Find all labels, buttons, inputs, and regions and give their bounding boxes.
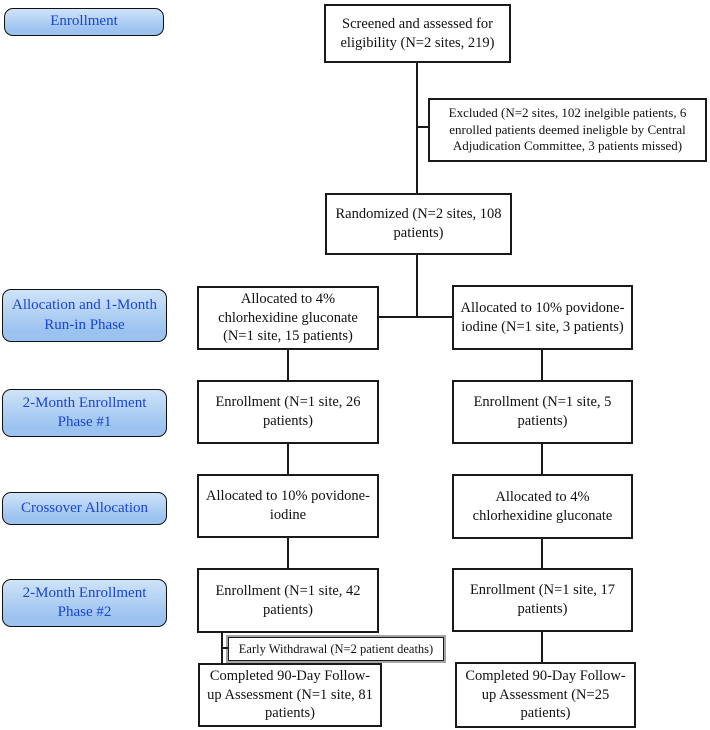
connector-right-crossover-to-enrollment2 bbox=[541, 539, 543, 568]
node-crossover-povidone-iodine: Allocated to 10% povidone-iodine bbox=[197, 474, 379, 538]
node-randomized: Randomized (N=2 sites, 108 patients) bbox=[325, 193, 512, 255]
node-excluded: Excluded (N=2 sites, 102 inelgible patie… bbox=[428, 98, 707, 162]
connector-branch-to-early-withdrawal bbox=[221, 647, 228, 649]
connector-right-enrollment1-to-crossover bbox=[541, 444, 543, 474]
node-screened: Screened and assessed for eligibility (N… bbox=[324, 4, 511, 63]
connector-screened-to-randomized bbox=[416, 63, 418, 193]
node-early-withdrawal: Early Withdrawal (N=2 patient deaths) bbox=[226, 635, 446, 663]
node-completed-follow-up-left: Completed 90-Day Follow-up Assessment (N… bbox=[198, 663, 382, 727]
phase-label-enrollment: Enrollment bbox=[4, 8, 164, 36]
phase-label-crossover-allocation: Crossover Allocation bbox=[2, 492, 167, 525]
connector-split-horizontal bbox=[379, 316, 452, 318]
connector-randomized-to-split bbox=[416, 255, 418, 317]
node-enrollment-phase1-left: Enrollment (N=1 site, 26 patients) bbox=[197, 380, 379, 444]
connector-left-crossover-to-enrollment2 bbox=[287, 538, 289, 568]
node-enrollment-phase1-right: Enrollment (N=1 site, 5 patients) bbox=[452, 380, 633, 444]
phase-label-2-month-enrollment-1: 2-Month Enrollment Phase #1 bbox=[2, 389, 167, 437]
connector-left-allocation-to-enrollment1 bbox=[287, 350, 289, 380]
phase-label-allocation-run-in: Allocation and 1-Month Run-in Phase bbox=[2, 289, 167, 342]
node-allocated-chlorhexidine: Allocated to 4% chlorhexidine gluconate … bbox=[197, 286, 379, 350]
connector-left-enrollment1-to-crossover bbox=[287, 444, 289, 474]
connector-right-allocation-to-enrollment1 bbox=[541, 350, 543, 380]
node-allocated-povidone-iodine: Allocated to 10% povidone-iodine (N=1 si… bbox=[452, 285, 633, 350]
node-enrollment-phase2-left: Enrollment (N=1 site, 42 patients) bbox=[197, 568, 379, 633]
phase-label-2-month-enrollment-2: 2-Month Enrollment Phase #2 bbox=[2, 579, 167, 627]
node-enrollment-phase2-right: Enrollment (N=1 site, 17 patients) bbox=[452, 568, 633, 632]
node-crossover-chlorhexidine: Allocated to 4% chlorhexidine gluconate bbox=[452, 474, 633, 539]
connector-branch-to-excluded bbox=[416, 126, 428, 128]
connector-right-enrollment2-to-completed bbox=[541, 632, 543, 662]
node-completed-follow-up-right: Completed 90-Day Follow-up Assessment (N… bbox=[455, 662, 636, 728]
